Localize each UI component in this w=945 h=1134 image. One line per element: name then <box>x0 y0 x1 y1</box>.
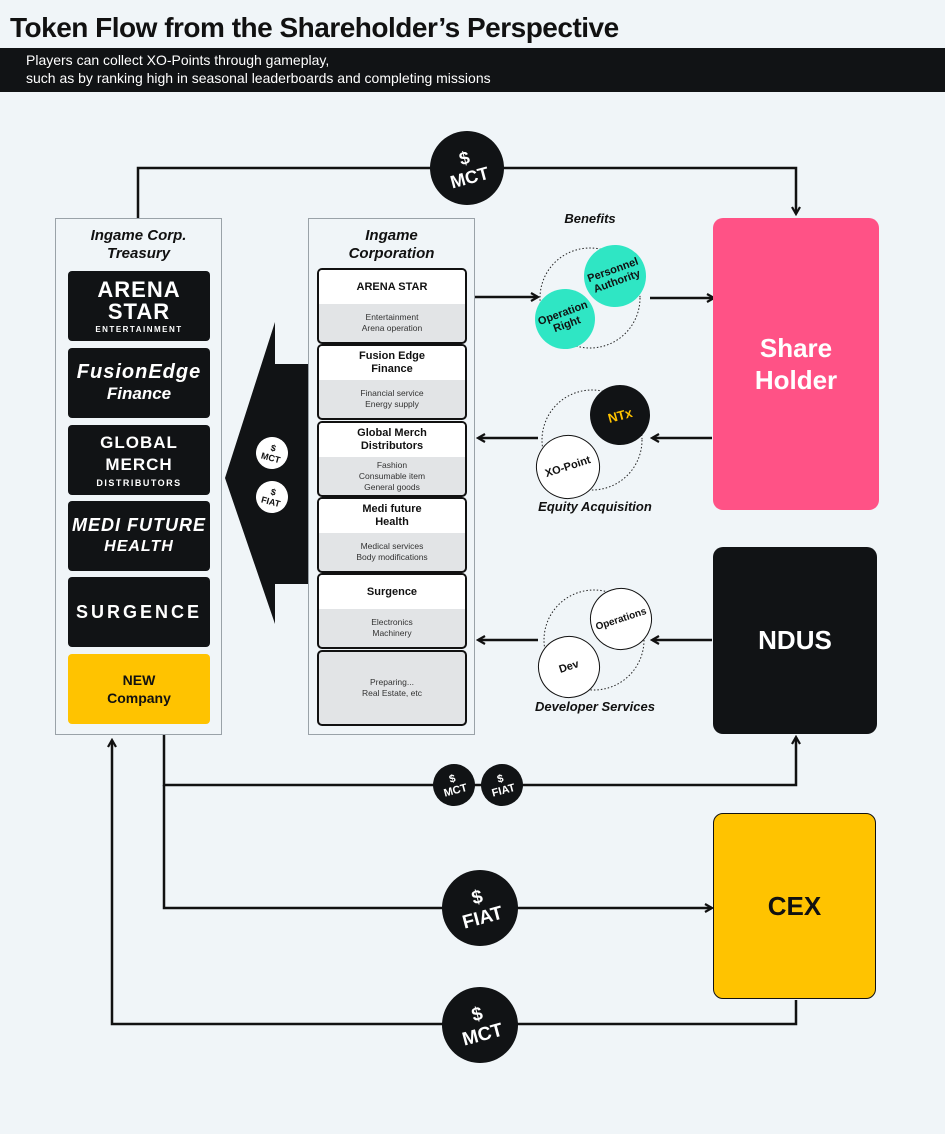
corp-name: Fusion Edge Finance <box>319 346 465 380</box>
ndus-flow-line <box>162 735 796 787</box>
benefits-cycle <box>539 247 641 349</box>
corp-card-arena-star: ARENA STAR Entertainment Arena operation <box>317 268 467 344</box>
corp-card-preparing: Preparing... Real Estate, etc <box>317 650 467 726</box>
cex-node: CEX <box>713 813 876 999</box>
corp-card-global-merch: Global Merch Distributors Fashion Consum… <box>317 421 467 497</box>
corp-desc: Electronics Machinery <box>371 617 413 638</box>
corp-card-fusion-edge: Fusion Edge Finance Financial service En… <box>317 344 467 420</box>
ndus-node: NDUS <box>713 547 877 734</box>
corp-desc: Fashion Consumable item General goods <box>358 459 426 492</box>
subtitle-line-1: Players can collect XO-Points through ga… <box>26 52 330 68</box>
subtitle-bar: Players can collect XO-Points through ga… <box>0 48 945 92</box>
corp-name: Global Merch Distributors <box>319 423 465 457</box>
corp-name: Surgence <box>319 575 465 609</box>
corp-card-surgence: Surgence Electronics Machinery <box>317 573 467 649</box>
logo-surgence: SURGENCE <box>68 577 210 647</box>
corp-desc: Entertainment Arena operation <box>361 312 423 333</box>
equity-caption: Equity Acquisition <box>538 499 652 514</box>
corp-desc: Financial service Energy supply <box>360 388 424 409</box>
corp-name: ARENA STAR <box>319 270 465 304</box>
treasury-title: Ingame Corp.Treasury <box>90 227 187 262</box>
page-title: Token Flow from the Shareholder’s Perspe… <box>10 12 619 43</box>
developer-caption: Developer Services <box>535 699 655 714</box>
subtitle-line-2: such as by ranking high in seasonal lead… <box>26 70 491 86</box>
benefits-caption: Benefits <box>564 211 616 226</box>
shareholder-node: Share Holder <box>713 218 879 510</box>
corp-card-medi-future: Medi future Health Medical services Body… <box>317 497 467 573</box>
cex-flow-line <box>162 785 712 908</box>
corp-desc: Medical services Body modifications <box>356 541 428 562</box>
corp-name: Medi future Health <box>319 499 465 533</box>
corp-desc: Preparing... Real Estate, etc <box>361 677 422 698</box>
equity-cycle <box>541 389 643 491</box>
big-left-arrow <box>225 322 308 624</box>
